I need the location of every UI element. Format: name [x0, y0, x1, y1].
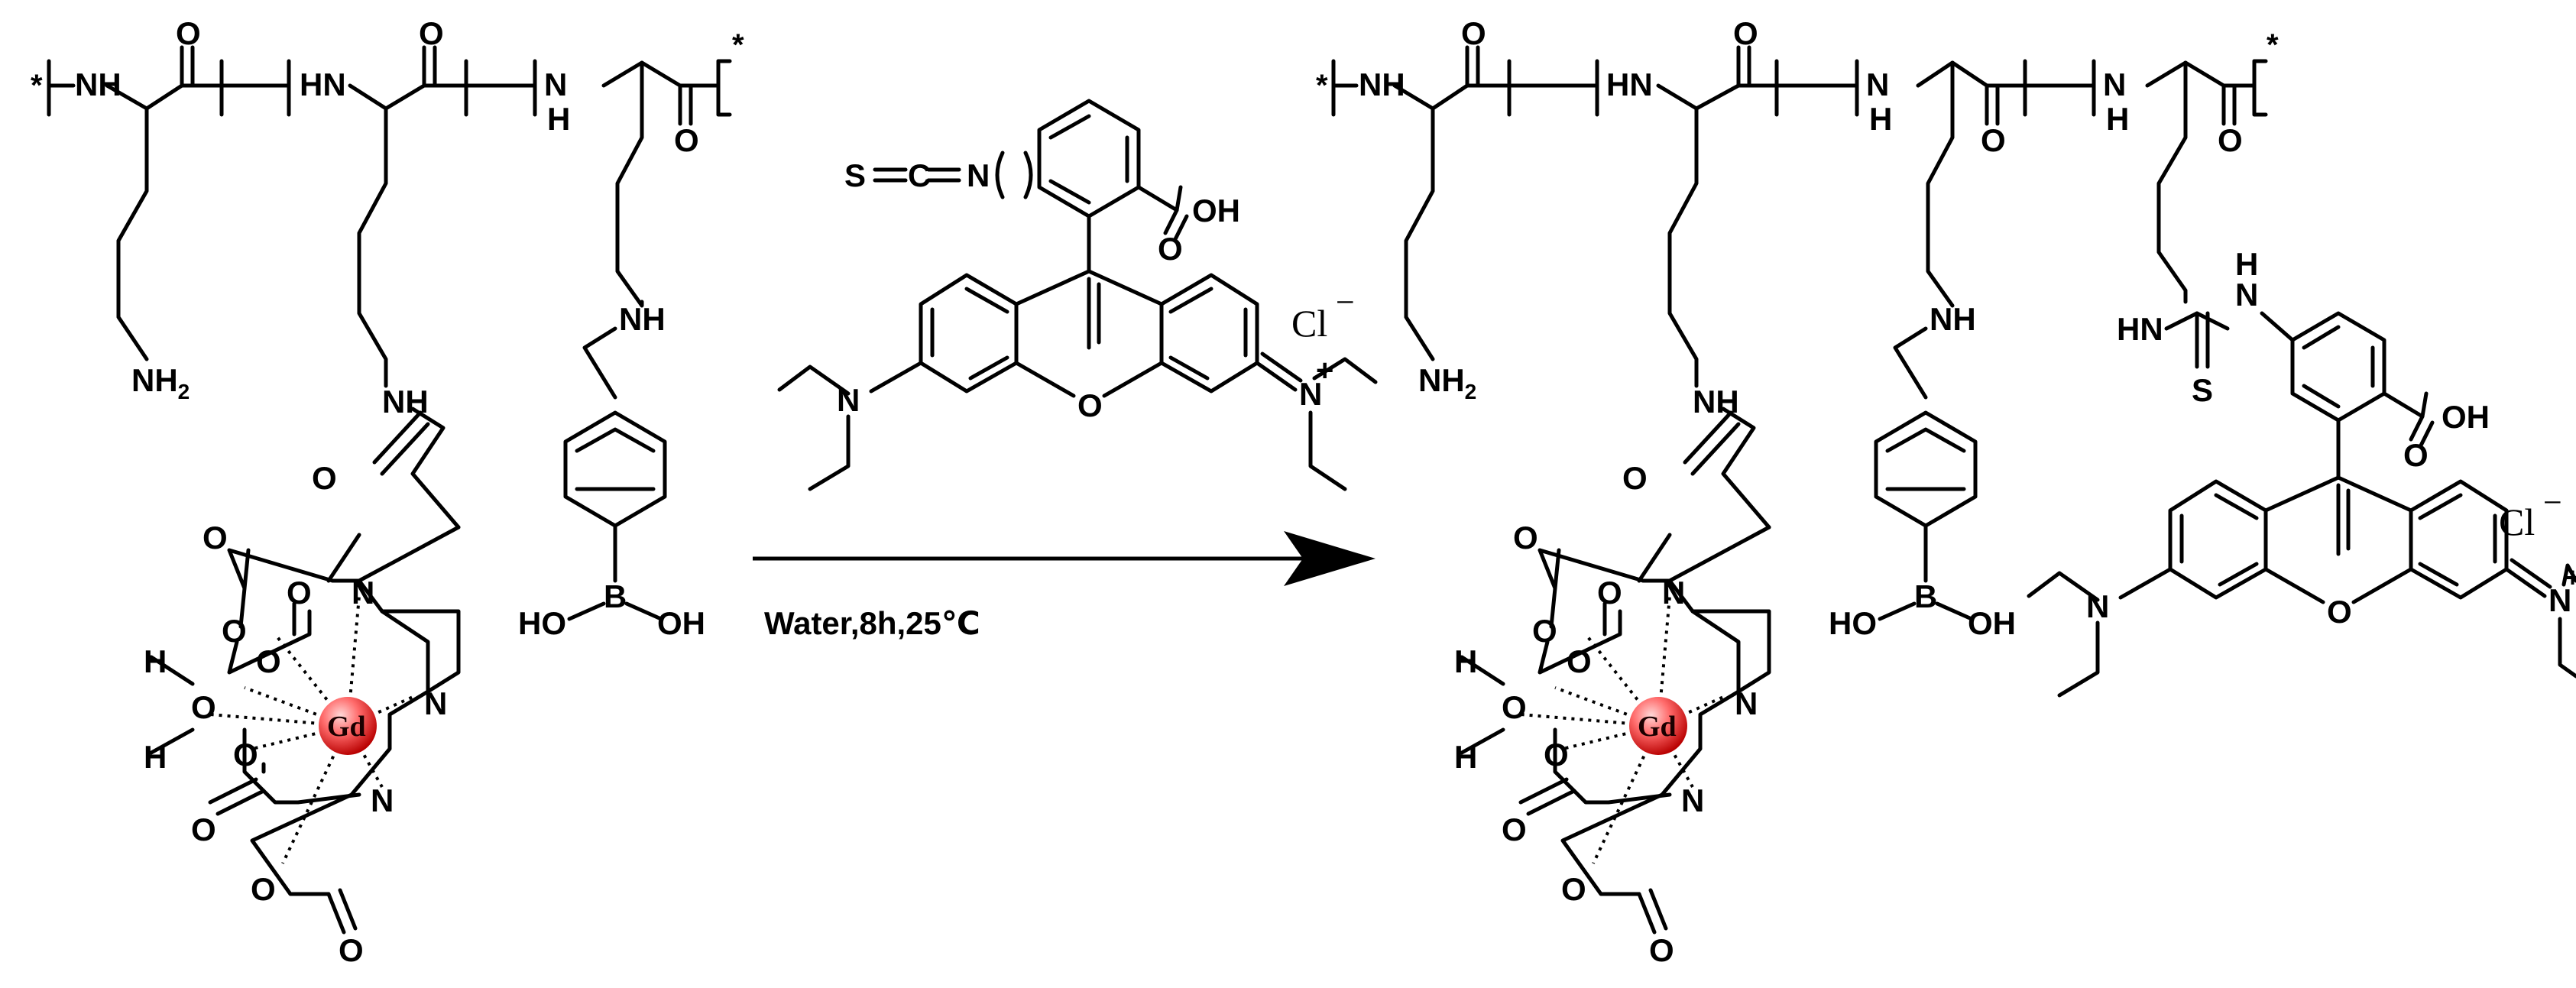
reactant-dota-n-bottom: N	[371, 782, 394, 818]
reagent-amine-n-left: N	[837, 382, 860, 418]
reactant-amine-h-3: H	[547, 101, 570, 137]
product-terminus-star-left: *	[1316, 69, 1328, 102]
product-boronic-ho: HO	[1829, 605, 1877, 641]
reactant-polymer-bonds	[47, 45, 732, 935]
product-thiourea-hn: HN	[2117, 311, 2163, 347]
reactant-boronic-ho: HO	[518, 605, 566, 641]
reactant-amine-hn-2: HN	[300, 66, 346, 102]
product-chloride: Cl	[2499, 500, 2535, 543]
product-carbonyl-o-1: O	[1461, 15, 1486, 51]
reactant-carbonyl-o-2: O	[419, 15, 444, 51]
product-amine-hn-2: HN	[1606, 66, 1653, 102]
product-iminium-charge: +	[2565, 562, 2576, 593]
reactant-carboxylate-o-top: O	[203, 520, 228, 556]
reactant-gd-atom	[319, 697, 377, 755]
product-carboxylate-o-coord-4: O	[1561, 871, 1586, 907]
product-amine-h-3: H	[1869, 101, 1892, 137]
product-iminium-n: N	[2548, 582, 2571, 618]
reagent-carboxyl-oh: OH	[1192, 193, 1240, 228]
product-water-h-top: H	[1454, 643, 1477, 679]
product-carboxylate-o-top: O	[1513, 520, 1538, 556]
product-gd-label: Gd	[1638, 711, 1677, 743]
product-boron: B	[1914, 578, 1937, 614]
reactant-amide-o: O	[312, 460, 337, 496]
product-dota-n-right: N	[1735, 685, 1758, 721]
reagent-chloride-charge: −	[1336, 283, 1355, 321]
product-amine-h-4: H	[2106, 101, 2129, 137]
reactant-carboxylate-o-coord-4: O	[251, 871, 276, 907]
reactant-carbonyl-o-3: O	[674, 122, 699, 158]
reactant-amine-nh-1: NH	[75, 66, 122, 102]
reactant-carboxylate-o-coord-3: O	[233, 737, 258, 773]
reagent-xanthene-o: O	[1077, 387, 1103, 423]
product-amide-o: O	[1622, 460, 1648, 496]
product-amide-nh: NH	[1693, 384, 1739, 419]
product-carbonyl-o-2: O	[1733, 15, 1758, 51]
product-terminus-star-right: *	[2267, 28, 2279, 62]
reagent-rhodamine-itc: S C N O OH O N N + Cl −	[777, 99, 1378, 491]
product-dota-n-bottom: N	[1681, 782, 1704, 818]
product-carboxylate-o-2: O	[1597, 575, 1622, 611]
product-chloride-charge: −	[2543, 484, 2562, 521]
reactant-terminus-star-right: *	[732, 28, 744, 62]
reactant-gd-label: Gd	[327, 711, 366, 743]
product-carbonyl-o-4: O	[2218, 122, 2243, 158]
reagent-carbon: C	[908, 157, 931, 193]
product-amine-nh-1: NH	[1359, 66, 1405, 102]
reactant-amine-nh2: NH2	[131, 362, 190, 403]
reagent-nitrogen-ring: N	[967, 157, 990, 193]
product-carboxylate-o-coord-2: O	[1567, 643, 1592, 679]
product-amine-nh2: NH2	[1418, 362, 1476, 403]
product-carboxylate-o-4: O	[1649, 932, 1674, 968]
reagent-bonds	[777, 99, 1378, 491]
reactant-benzylamine-nh: NH	[619, 301, 666, 337]
reaction-arrow	[753, 531, 1375, 586]
product-polymer: * NH O NH2 HN O NH O N H O N H O * NH B …	[1316, 15, 2576, 968]
reactant-carboxylate-o-coord-1: O	[222, 613, 247, 649]
reactant-carboxylate-o-4: O	[339, 932, 364, 968]
reactant-water-h-top: H	[144, 643, 167, 679]
product-water-o: O	[1502, 689, 1527, 725]
product-boronic-oh: OH	[1968, 605, 2016, 641]
product-carboxylate-o-3: O	[1502, 811, 1527, 847]
product-water-h-bottom: H	[1454, 739, 1477, 775]
product-amine-n-4: N	[2103, 66, 2126, 102]
product-carboxylate-o-coord-1: O	[1532, 613, 1557, 649]
product-amine-n-3: N	[1866, 66, 1889, 102]
reactant-boronic-oh: OH	[657, 605, 705, 641]
product-benzylamine-nh: NH	[1930, 301, 1976, 337]
reactant-terminus-star-left: *	[31, 69, 43, 102]
reactant-dota-n-top: N	[352, 575, 374, 611]
reactant-amine-n-3: N	[544, 66, 567, 102]
reactant-polymer: * NH O NH2 HN O NH O N H O * NH B HO OH …	[31, 15, 744, 968]
product-carbonyl-o-3: O	[1981, 122, 2006, 158]
reactant-boron: B	[604, 578, 627, 614]
reactant-carbonyl-o-1: O	[176, 15, 201, 51]
reagent-sulfur: S	[844, 157, 866, 193]
reagent-iminium-charge: +	[1316, 354, 1333, 387]
product-carboxylate-o-coord-3: O	[1544, 737, 1569, 773]
product-gd-atom	[1629, 697, 1687, 755]
product-xanthene-o: O	[2327, 594, 2352, 630]
product-dota-n-top: N	[1662, 575, 1685, 611]
product-amine-n-left: N	[2086, 588, 2109, 624]
reaction-conditions: Water,8h,25℃	[764, 605, 980, 641]
product-polymer-bonds	[1331, 45, 2576, 935]
reactant-carboxylate-o-coord-2: O	[256, 643, 281, 679]
reactant-water-o: O	[191, 689, 216, 725]
product-carboxyl-oh: OH	[2442, 399, 2490, 435]
reactant-water-h-bottom: H	[144, 739, 167, 775]
product-thiourea-s: S	[2192, 372, 2213, 408]
reactant-amide-nh: NH	[382, 384, 429, 419]
reactant-dota-n-right: N	[424, 685, 447, 721]
reagent-carboxyl-o: O	[1158, 231, 1183, 267]
reactant-carboxylate-o-2: O	[287, 575, 312, 611]
reactant-carboxylate-o-3: O	[191, 811, 216, 847]
product-carboxyl-o: O	[2403, 437, 2429, 473]
reagent-chloride: Cl	[1291, 302, 1327, 345]
reagent-iminium-n: N	[1299, 376, 1322, 412]
